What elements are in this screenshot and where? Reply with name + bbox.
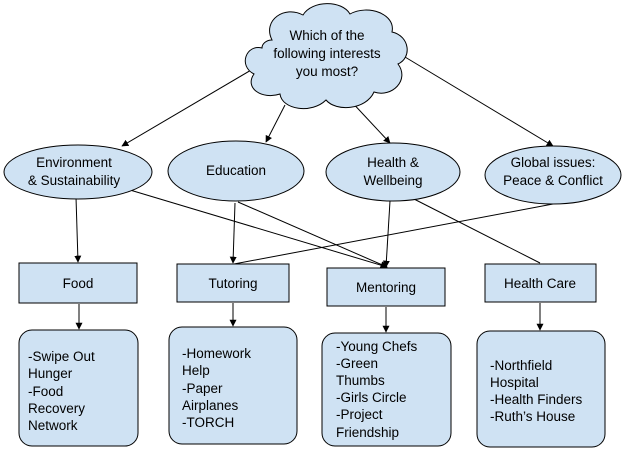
- question-line-1: Which of the: [289, 28, 364, 43]
- category-healthcare-box: [484, 263, 597, 303]
- program-item: -Food: [28, 384, 63, 399]
- interest-environment: Environment & Sustainability: [3, 144, 153, 200]
- edge-environment-food: [74, 196, 82, 263]
- program-item: Help: [182, 363, 210, 378]
- programs-healthcare-box: [476, 330, 606, 448]
- program-item: -Project: [336, 407, 383, 422]
- interest-health-line-2: Wellbeing: [363, 173, 422, 188]
- edge-health-mentoring: [382, 200, 391, 268]
- interest-education-line-1: Education: [206, 163, 266, 178]
- interest-health-line-1: Health &: [367, 155, 419, 170]
- interest-global: Global issues: Peace & Conflict: [484, 145, 622, 205]
- question-cloud: Which of the following interests you mos…: [244, 3, 408, 110]
- programs-mentoring: -Young Chefs -Green Thumbs -Girls Circle…: [321, 332, 452, 447]
- category-food: Food: [18, 262, 138, 304]
- program-item: -Green: [336, 356, 378, 371]
- edge-question-education: [265, 104, 286, 143]
- programs-food: -Swipe Out Hunger -Food Recovery Network: [18, 329, 139, 447]
- edge-education-tutoring: [229, 202, 237, 264]
- interest-global-shape: [484, 145, 622, 205]
- edge-environment-mentoring: [129, 189, 388, 269]
- edge-question-environment: [121, 65, 259, 147]
- program-item: -Paper: [182, 381, 223, 396]
- category-food-box: [18, 262, 138, 304]
- program-item: Hospital: [490, 375, 539, 390]
- program-item: Airplanes: [182, 398, 239, 413]
- category-food-label: Food: [63, 276, 94, 291]
- program-item: -Northfield: [490, 358, 552, 373]
- edge-education-mentoring: [237, 201, 388, 268]
- program-item: Recovery: [28, 401, 85, 416]
- edge-global-tutoring: [233, 203, 554, 265]
- interest-environment-line-1: Environment: [36, 155, 112, 170]
- interest-environment-shape: [3, 144, 153, 200]
- program-item: Network: [28, 418, 78, 433]
- programs-food-box: [18, 329, 139, 447]
- interest-education: Education: [167, 140, 305, 202]
- question-line-3: you most?: [296, 64, 358, 79]
- category-tutoring: Tutoring: [176, 263, 290, 303]
- edges: [74, 53, 554, 333]
- interest-global-line-1: Global issues:: [511, 155, 596, 170]
- program-item: -Health Finders: [490, 392, 583, 407]
- program-item: -Young Chefs: [336, 339, 418, 354]
- cloud-shape: [244, 3, 408, 110]
- category-mentoring-box: [326, 267, 446, 307]
- interest-health-shape: [325, 142, 461, 202]
- category-mentoring: Mentoring: [326, 267, 446, 307]
- question-line-2: following interests: [273, 46, 381, 61]
- program-item: -Homework: [182, 346, 251, 361]
- category-tutoring-box: [176, 263, 290, 303]
- programs-mentoring-box: [321, 332, 452, 447]
- interest-health: Health & Wellbeing: [325, 142, 461, 202]
- edge-question-global: [399, 53, 554, 147]
- program-item: Thumbs: [336, 373, 385, 388]
- edge-health-healthcare: [411, 197, 541, 264]
- program-item: -Swipe Out: [28, 349, 95, 364]
- category-tutoring-label: Tutoring: [208, 276, 257, 291]
- category-mentoring-label: Mentoring: [356, 280, 416, 295]
- programs-tutoring-box: [168, 326, 298, 445]
- interest-global-line-2: Peace & Conflict: [503, 173, 603, 188]
- program-item: Hunger: [28, 366, 73, 381]
- interest-education-shape: [167, 140, 305, 202]
- category-healthcare-label: Health Care: [504, 276, 576, 291]
- program-item: -Ruth’s House: [490, 409, 575, 424]
- programs-healthcare: -Northfield Hospital -Health Finders -Ru…: [476, 330, 606, 448]
- programs-tutoring: -Homework Help -Paper Airplanes -TORCH: [168, 326, 298, 445]
- program-item: Friendship: [336, 425, 399, 440]
- program-item: -Girls Circle: [336, 390, 407, 405]
- interest-environment-line-2: & Sustainability: [28, 173, 121, 188]
- category-healthcare: Health Care: [484, 263, 597, 303]
- program-item: -TORCH: [182, 415, 234, 430]
